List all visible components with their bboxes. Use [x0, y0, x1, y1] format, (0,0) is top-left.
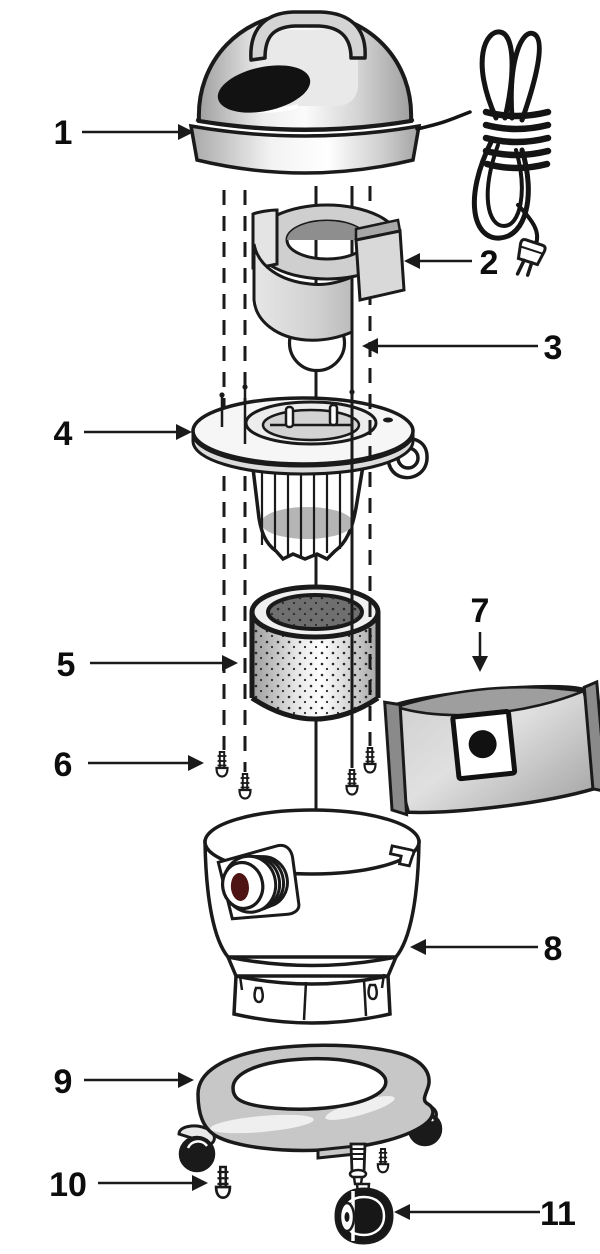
dolly-screw: [214, 1165, 232, 1199]
callout-11: 11: [394, 1195, 576, 1233]
power-plug: [515, 237, 547, 277]
power-cord: [415, 29, 552, 277]
callout-6: 6: [54, 746, 204, 784]
arrowhead-right: [192, 1175, 208, 1191]
callout-3: 3: [362, 329, 562, 367]
arrowhead-down: [472, 656, 488, 672]
arrowhead-right: [176, 424, 192, 440]
callout-7-label: 7: [471, 592, 490, 630]
arrowhead-right: [188, 755, 204, 771]
caster-wheel: [334, 1142, 394, 1245]
callout-10: 10: [49, 1166, 208, 1204]
carry-handle: [249, 10, 367, 62]
filter-cartridge: [249, 584, 381, 722]
caster-rear-left: [177, 1124, 216, 1173]
callout-11-label: 11: [540, 1195, 576, 1233]
arrowhead-left: [362, 338, 378, 354]
arrowhead-right: [178, 1072, 194, 1088]
arrowhead-left: [404, 253, 420, 269]
caster-stem: [348, 1142, 368, 1186]
tank: [203, 808, 421, 1025]
dolly-base: [177, 1043, 443, 1173]
callout-1-label: 1: [54, 114, 73, 152]
callout-1: 1: [54, 114, 194, 152]
callout-5-label: 5: [57, 646, 76, 684]
callouts: 1 2 3 4 5 6 7: [49, 114, 576, 1233]
motor-head-assembly: [188, 10, 422, 175]
callout-10-label: 10: [49, 1166, 87, 1204]
lid-latch: [388, 844, 416, 868]
callout-4-label: 4: [54, 415, 73, 453]
callout-2: 2: [404, 244, 498, 282]
callout-6-label: 6: [54, 746, 73, 784]
lid-plate-float-cage: [191, 396, 429, 562]
callout-2-label: 2: [480, 244, 499, 282]
callout-8-label: 8: [544, 930, 563, 968]
callout-8: 8: [410, 930, 562, 968]
callout-7: 7: [471, 592, 490, 672]
callout-4: 4: [54, 415, 192, 453]
callout-5: 5: [57, 646, 238, 684]
callout-9-label: 9: [54, 1063, 73, 1101]
exhaust-vent: [217, 65, 311, 113]
caster-twin-wheel: [334, 1182, 394, 1245]
callout-3-label: 3: [544, 329, 563, 367]
arrowhead-left: [394, 1204, 410, 1220]
dust-bag: [383, 679, 600, 817]
foam-ring: [251, 203, 406, 342]
arrowhead-right: [178, 124, 194, 140]
callout-9: 9: [54, 1063, 194, 1101]
bag-inlet-hole: [468, 730, 497, 759]
arrowhead-left: [410, 939, 426, 955]
hose-inlet-port: [216, 843, 301, 921]
arrowhead-right: [222, 655, 238, 671]
